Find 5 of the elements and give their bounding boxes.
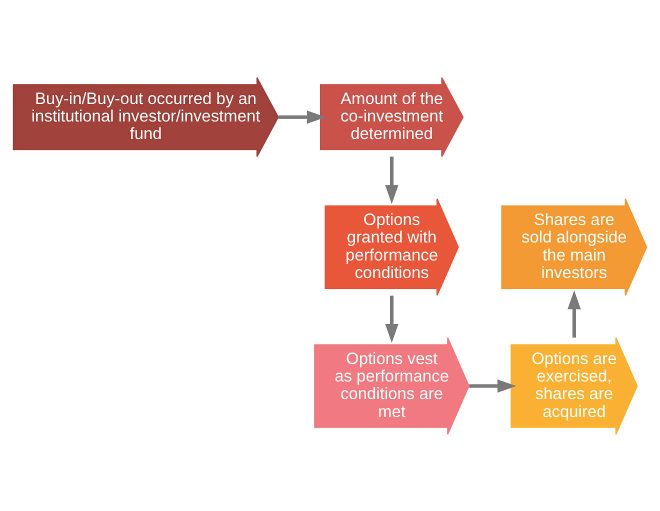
arrow <box>278 110 326 124</box>
arrow <box>385 295 398 342</box>
arrow <box>469 378 516 392</box>
arrow <box>385 156 398 204</box>
arrow <box>568 290 581 338</box>
